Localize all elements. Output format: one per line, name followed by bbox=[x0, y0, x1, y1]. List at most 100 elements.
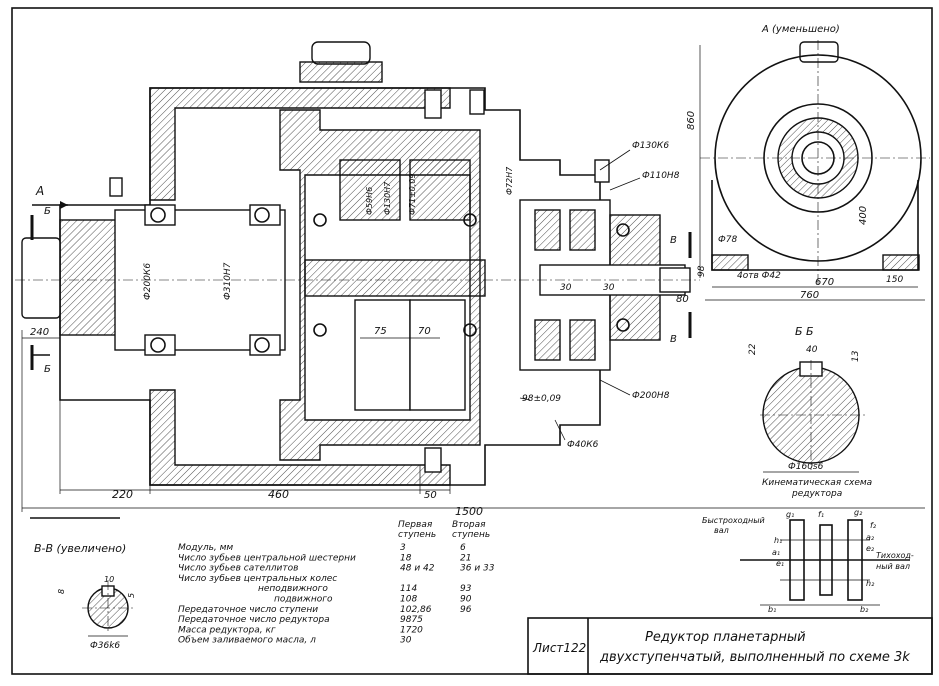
main-section-view bbox=[15, 41, 700, 486]
spec-row-name: подвижного bbox=[274, 595, 333, 605]
section-vv-title: В-В (увеличено) bbox=[34, 542, 126, 555]
section-bb-title: Б Б bbox=[795, 325, 814, 338]
title-line-2: двухступенчатый, выполненный по схеме 3k bbox=[599, 650, 910, 665]
dim-760: 760 bbox=[800, 290, 819, 301]
spec-row-stage2: 96 bbox=[460, 605, 472, 615]
spec-row-name: Объем заливаемого масла, л bbox=[178, 636, 316, 646]
spec-row-name: Число зубьев сателлитов bbox=[178, 564, 298, 574]
phi-110h8: Ф110Н8 bbox=[642, 171, 680, 181]
dim-8: 8 bbox=[57, 589, 66, 594]
title-block: Лист122 Редуктор планетарный двухступенч… bbox=[527, 617, 933, 675]
spec-row-name: Число зубьев центральных колес bbox=[178, 574, 337, 584]
phi-200k6: Ф200К6 bbox=[143, 263, 153, 300]
sheet-frame bbox=[11, 7, 933, 675]
spec-col1-header-1: Первая bbox=[398, 520, 433, 530]
stage1-planet-upper bbox=[339, 159, 401, 221]
dim-30-a: 30 bbox=[560, 283, 572, 293]
kin-g1: g₁ bbox=[786, 510, 794, 519]
input-shaft-end bbox=[21, 237, 61, 319]
phi-71: Ф71±0,09 bbox=[408, 173, 417, 215]
section-bb: Б Б 22 40 13 Ф160s6 Кинематическая схема… bbox=[748, 325, 872, 499]
dim-98: 98 bbox=[697, 265, 707, 277]
view-a: А (уменьшено) 860 400 Ф78 4отв Ф42 670 7… bbox=[686, 24, 930, 301]
main-dimensions: 220 460 50 1500 240 75 70 30 30 80 98 Ф2… bbox=[21, 141, 925, 518]
dim-400: 400 bbox=[858, 206, 869, 225]
dim-80: 80 bbox=[676, 294, 689, 305]
phi-130k6: Ф130К6 bbox=[632, 141, 669, 151]
kin-h2: h₂ bbox=[866, 579, 875, 588]
kin-b2: b₂ bbox=[860, 605, 869, 614]
kin-b1: b₁ bbox=[768, 605, 776, 614]
kin-a1: a₁ bbox=[772, 548, 780, 557]
spec-row-stage1: 48 и 42 bbox=[400, 564, 435, 574]
phi-200h8: Ф200Н8 bbox=[632, 391, 670, 401]
view-a-title: А (уменьшено) bbox=[761, 24, 840, 35]
kin-e1: e₁ bbox=[776, 559, 784, 568]
dim-150: 150 bbox=[886, 275, 903, 285]
spec-row-stage1: 108 bbox=[400, 595, 417, 605]
phi-160s6: Ф160s6 bbox=[788, 462, 824, 472]
dim-240: 240 bbox=[30, 327, 49, 338]
section-vv: В-В (увеличено) 10 8 5 Ф36k6 bbox=[30, 517, 136, 651]
spec-row-stage2: 36 и 33 bbox=[460, 564, 495, 574]
spec-row-stage1: 102,86 bbox=[400, 605, 432, 615]
kin-h1: h₁ bbox=[774, 536, 782, 545]
dim-phi78: Ф78 bbox=[718, 235, 737, 245]
phi-72h7: Ф72Н7 bbox=[505, 166, 514, 195]
spec-row-stage1: 1720 bbox=[400, 625, 423, 635]
phi-36k6: Ф36k6 bbox=[90, 641, 120, 651]
breather-base bbox=[299, 61, 383, 83]
spec-row-name: Масса редуктора, кг bbox=[178, 625, 276, 635]
stage1-sun-hub bbox=[354, 299, 411, 411]
fast-shaft-label-2: вал bbox=[714, 526, 729, 535]
spec-col2-header-2: ступень bbox=[452, 530, 490, 540]
breather-cap bbox=[311, 41, 371, 65]
spec-table: Первая ступень Вторая ступень Модуль, мм… bbox=[178, 520, 495, 646]
dim-30-b: 30 bbox=[603, 283, 615, 293]
section-v-top: В bbox=[670, 235, 677, 246]
spec-row-stage2: 93 bbox=[460, 584, 472, 594]
spec-row-stage2: 90 bbox=[460, 595, 472, 605]
kinematic-title-1: Кинематическая схема bbox=[762, 478, 872, 488]
spec-row-name: Передаточное число редуктора bbox=[178, 615, 330, 625]
kin-f2: f₂ bbox=[870, 521, 877, 530]
dim-860: 860 bbox=[686, 111, 697, 130]
title-line-1: Редуктор планетарный bbox=[645, 630, 806, 645]
phi-59h6: Ф59Н6 bbox=[365, 187, 374, 215]
phi-130h7: Ф130Н7 bbox=[383, 181, 392, 215]
intermediate-shaft bbox=[304, 259, 486, 297]
kin-e2: e₂ bbox=[866, 544, 875, 553]
section-b-bottom: Б bbox=[44, 364, 51, 375]
phi-40k6: Ф40К6 bbox=[567, 440, 599, 450]
slow-shaft-label-2: ный вал bbox=[876, 562, 910, 571]
dim-4holes-phi42: 4отв Ф42 bbox=[737, 271, 781, 281]
spec-col1-header-2: ступень bbox=[398, 530, 436, 540]
dim-5: 5 bbox=[127, 593, 136, 598]
housing-outline bbox=[59, 87, 601, 486]
dim-50: 50 bbox=[424, 490, 437, 501]
phi-310h7: Ф310Н7 bbox=[223, 262, 233, 300]
spec-row-stage1: 30 bbox=[400, 636, 412, 646]
spec-row-name: Модуль, мм bbox=[178, 543, 233, 553]
dim-70: 70 bbox=[418, 326, 431, 337]
arrow-a-label: А bbox=[35, 184, 44, 198]
kin-f1: f₁ bbox=[818, 510, 824, 519]
spec-row-name: Число зубьев центральной шестерни bbox=[178, 553, 356, 563]
dim-670: 670 bbox=[815, 277, 834, 288]
kin-g2: g₂ bbox=[854, 508, 863, 517]
dim-75: 75 bbox=[374, 326, 387, 337]
slow-shaft-label-1: Тихоход- bbox=[876, 551, 914, 560]
kin-a2: a₂ bbox=[866, 533, 875, 542]
dim-10: 10 bbox=[104, 575, 114, 584]
fast-shaft-label-1: Быстроходный bbox=[702, 516, 765, 525]
dim-98-fit: 98±0,09 bbox=[522, 394, 561, 404]
spec-row-stage1: 114 bbox=[400, 584, 417, 594]
sheet-number: Лист122 bbox=[532, 641, 586, 655]
spec-row-stage1: 18 bbox=[400, 553, 412, 563]
dim-460: 460 bbox=[268, 488, 289, 501]
input-bearing-cover bbox=[59, 219, 121, 336]
spec-row-stage1: 3 bbox=[400, 543, 406, 553]
dim-13: 13 bbox=[851, 350, 861, 362]
